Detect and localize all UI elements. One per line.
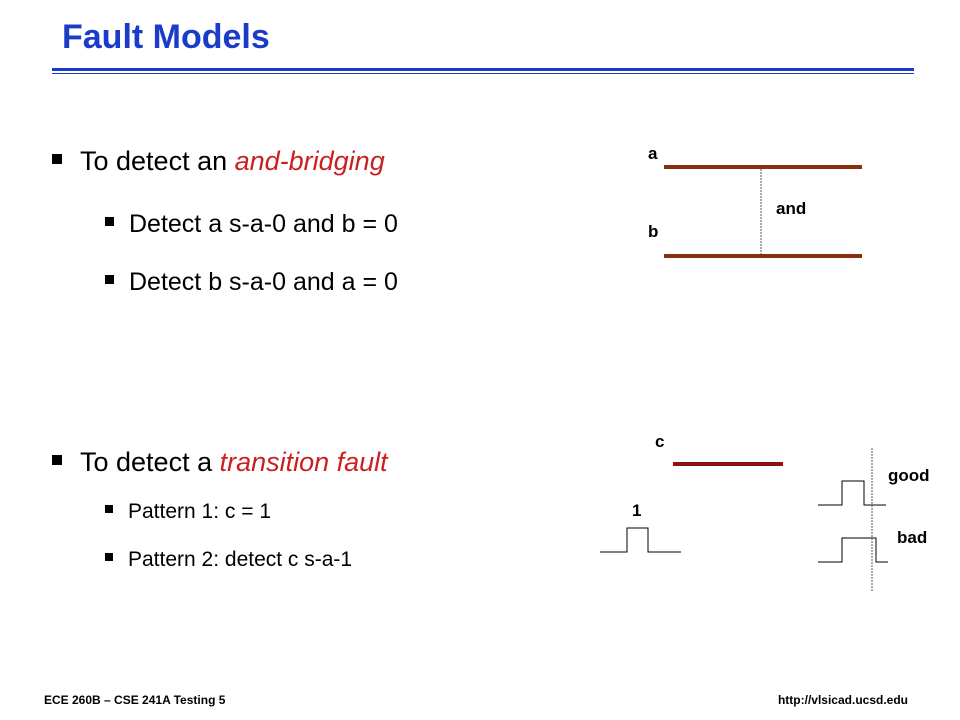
label-good: good [888,466,930,485]
bullet-highlight: and-bridging [234,146,385,176]
good-waveform [818,480,886,506]
bullet-marker [105,274,114,284]
label-one: 1 [632,501,642,520]
bullet-transition-fault: To detect a transition fault [52,447,388,478]
pattern-1-waveform [600,527,681,553]
bullet-marker [105,216,114,226]
bullet-text: Pattern 1: c = 1 [128,500,272,523]
bullet-text: Detect a s-a-0 and b = 0 [129,210,398,238]
bullet-marker [105,553,113,562]
footer-url: http://vlsicad.ucsd.edu [777,693,908,707]
subbullet-detect-b: Detect b s-a-0 and a = 0 [105,268,398,297]
title-underline-thin [52,73,914,74]
bad-waveform [818,537,888,563]
bullet-marker [105,505,113,514]
bullet-text: To detect an [80,146,235,176]
label-bad: bad [897,528,928,547]
subbullet-detect-a: Detect a s-a-0 and b = 0 [105,210,398,239]
subbullet-pattern-2: Pattern 2: detect c s-a-1 [105,548,352,572]
title-underline [52,68,914,71]
slide-title: Fault Models [62,18,270,56]
label-a: a [648,144,658,163]
bullet-marker [52,153,62,164]
bullet-text: To detect a [80,447,220,477]
label-c: c [655,432,665,451]
label-and: and [776,199,807,218]
label-b: b [648,222,659,241]
bullet-text: Detect b s-a-0 and a = 0 [129,268,398,296]
bullet-highlight: transition fault [219,447,388,477]
bullet-and-bridging: To detect an and-bridging [52,146,385,177]
bullet-text: Pattern 2: detect c s-a-1 [128,548,353,571]
bullet-marker [52,454,62,465]
subbullet-pattern-1: Pattern 1: c = 1 [105,500,271,524]
footer-course: ECE 260B – CSE 241A Testing 5 [44,693,226,707]
